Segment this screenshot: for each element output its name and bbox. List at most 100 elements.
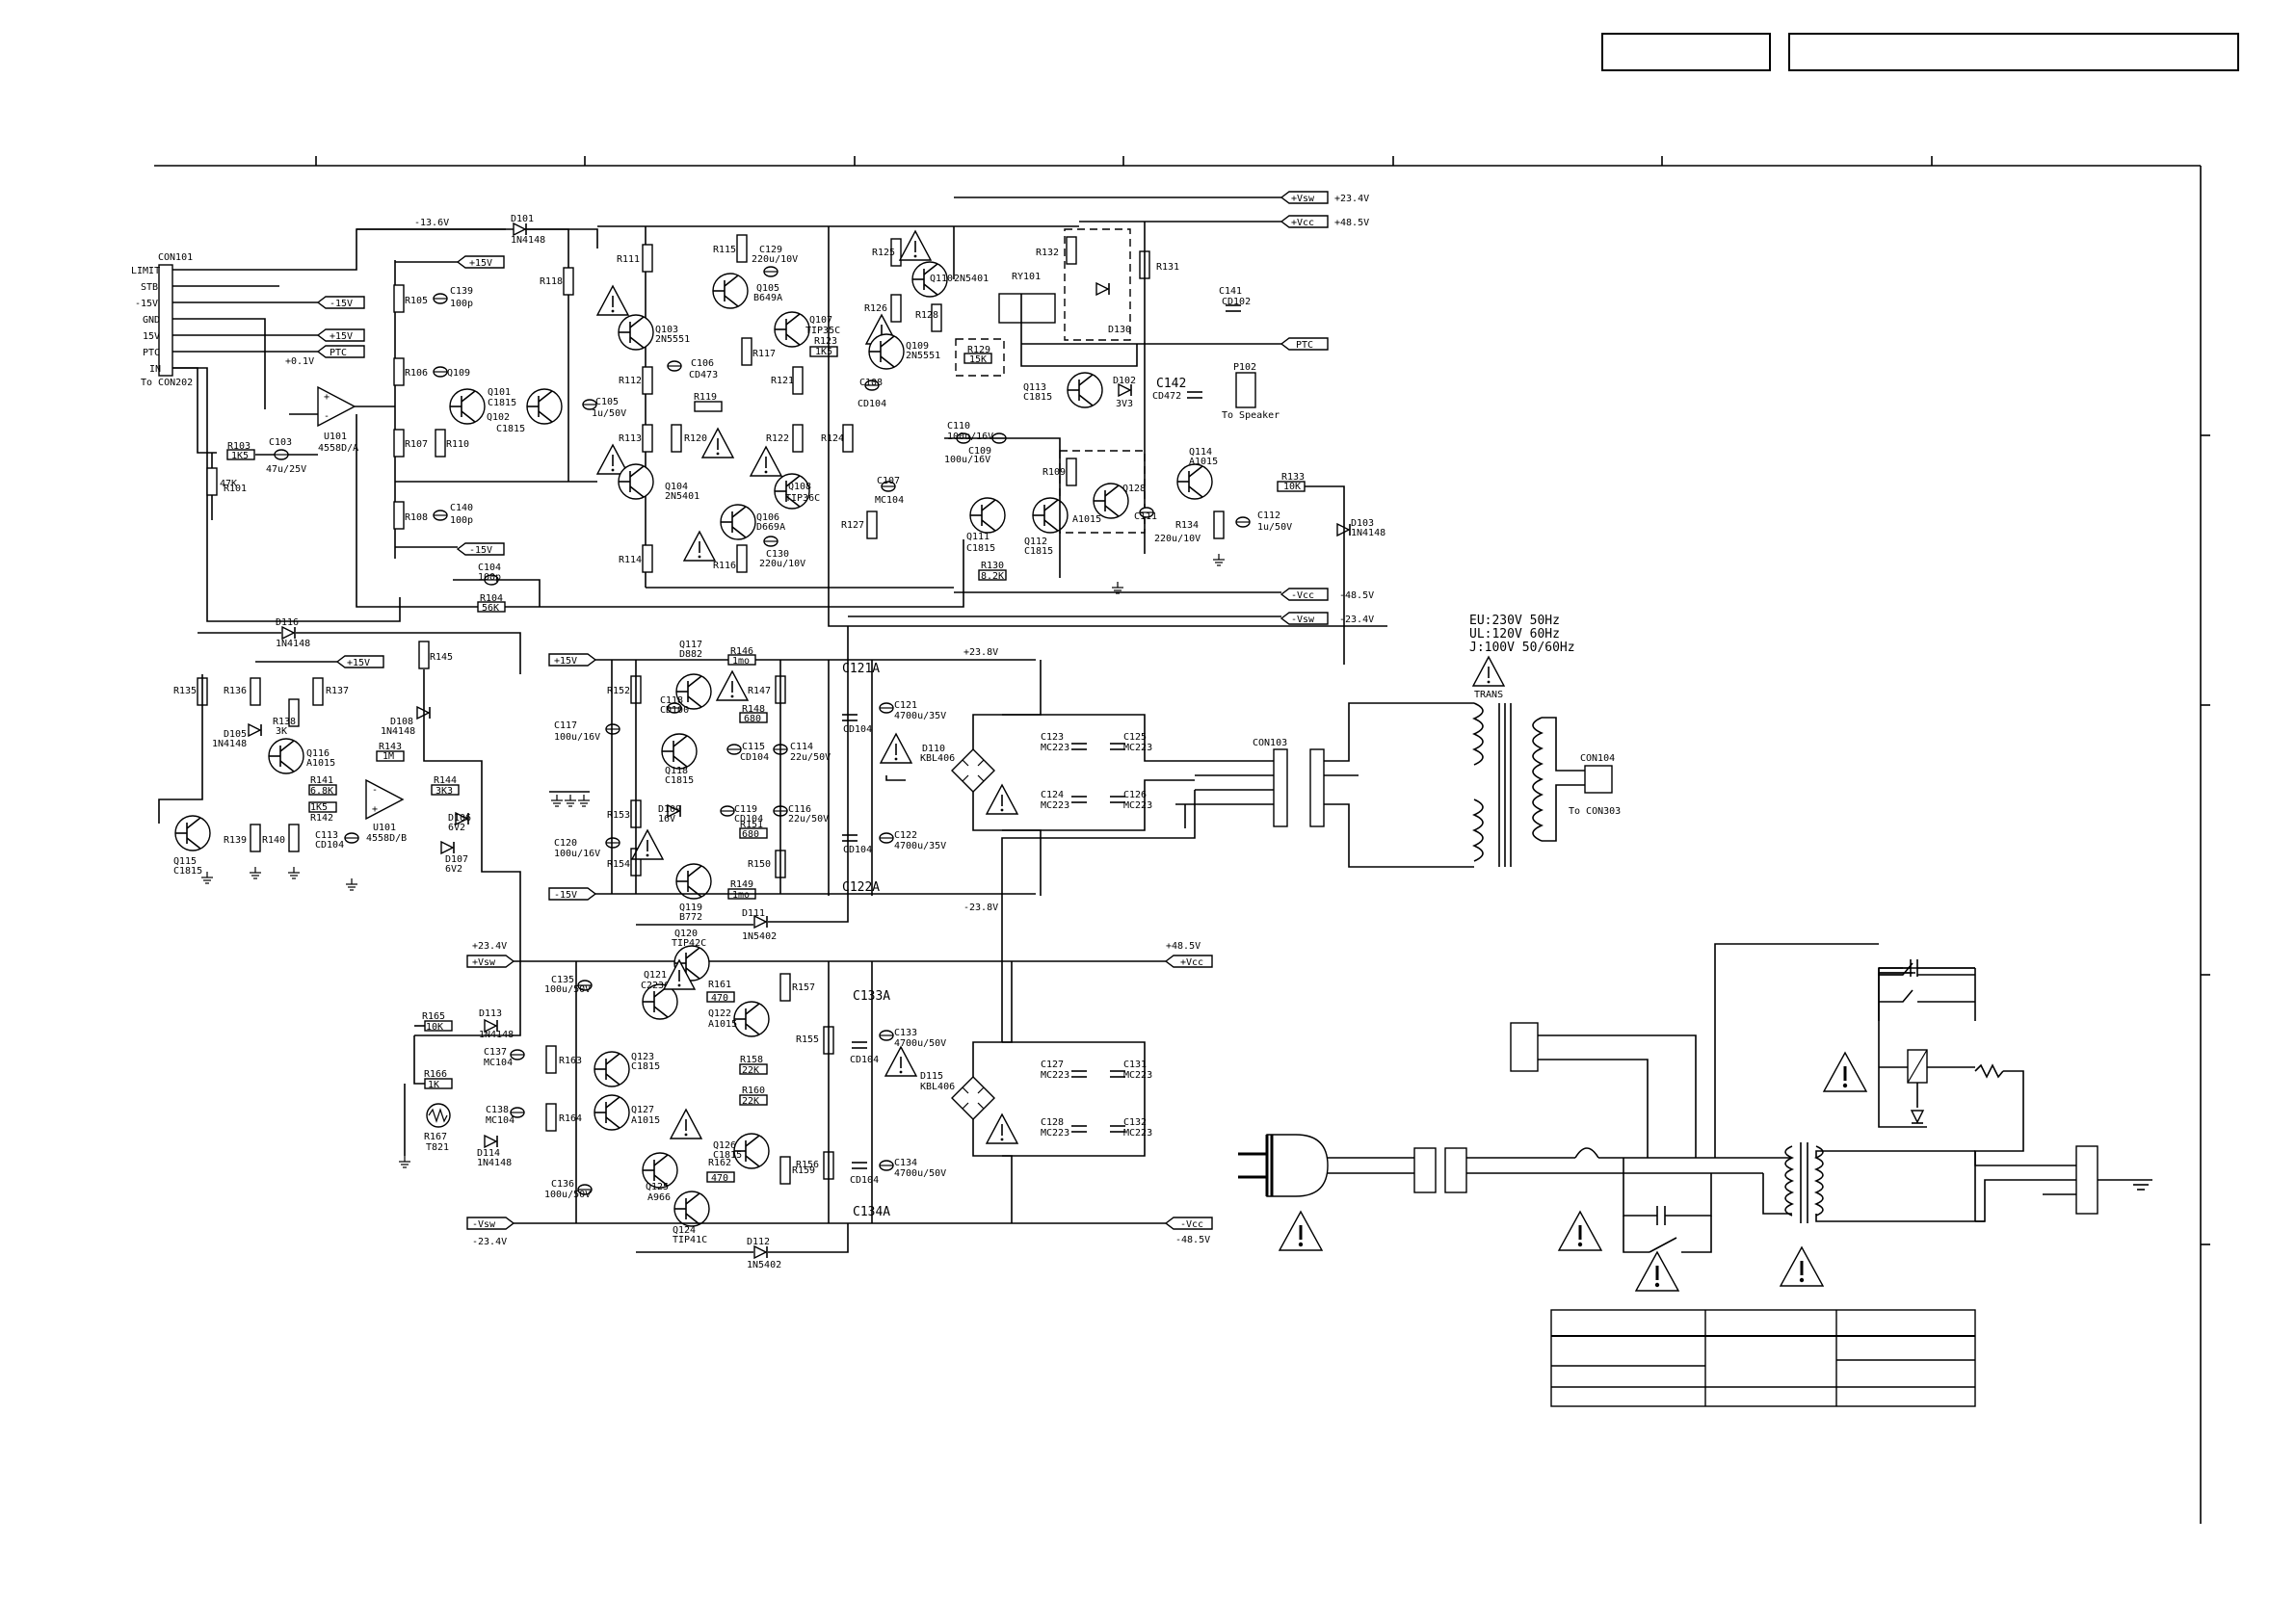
svg-text:MC223: MC223 bbox=[1041, 743, 1069, 753]
svg-text:CD104: CD104 bbox=[858, 399, 886, 409]
svg-text:R104: R104 bbox=[480, 593, 503, 604]
svg-text:R161: R161 bbox=[708, 980, 731, 990]
svg-text:R124: R124 bbox=[821, 433, 844, 444]
svg-text:Q110: Q110 bbox=[930, 274, 953, 284]
svg-text:Q123: Q123 bbox=[631, 1052, 654, 1062]
svg-text:+15V: +15V bbox=[469, 258, 492, 269]
svg-text:-23.4V: -23.4V bbox=[472, 1237, 507, 1247]
svg-text:R146: R146 bbox=[730, 646, 753, 657]
svg-text:C1815: C1815 bbox=[713, 1150, 742, 1161]
svg-text:C111: C111 bbox=[1134, 511, 1157, 522]
svg-text:KBL406: KBL406 bbox=[920, 1082, 955, 1092]
svg-text:R166: R166 bbox=[424, 1069, 447, 1080]
svg-text:R103: R103 bbox=[227, 441, 251, 452]
svg-text:+Vsw: +Vsw bbox=[1291, 194, 1315, 204]
svg-text:R145: R145 bbox=[430, 652, 453, 663]
svg-text:R163: R163 bbox=[559, 1056, 582, 1066]
svg-text:C117: C117 bbox=[554, 720, 577, 731]
svg-text:D112: D112 bbox=[747, 1237, 770, 1247]
svg-text:R105: R105 bbox=[405, 296, 428, 306]
svg-text:100u/16V: 100u/16V bbox=[947, 432, 993, 442]
svg-text:R165: R165 bbox=[422, 1011, 445, 1022]
svg-text:Q104: Q104 bbox=[665, 482, 688, 492]
svg-text:1K: 1K bbox=[428, 1080, 439, 1090]
svg-text:A1015: A1015 bbox=[306, 758, 335, 769]
svg-text:MC104: MC104 bbox=[484, 1058, 513, 1068]
title-block-left bbox=[1601, 33, 1771, 71]
svg-text:R125: R125 bbox=[872, 248, 895, 258]
svg-text:-Vcc: -Vcc bbox=[1291, 590, 1314, 601]
svg-text:4700u/35V: 4700u/35V bbox=[894, 841, 946, 851]
svg-text:-23.8V: -23.8V bbox=[963, 903, 998, 913]
svg-text:C136: C136 bbox=[551, 1179, 574, 1190]
svg-text:U101: U101 bbox=[324, 432, 347, 442]
svg-text:+23.8V: +23.8V bbox=[963, 647, 998, 658]
svg-text:C129: C129 bbox=[759, 245, 782, 255]
svg-text:D113: D113 bbox=[479, 1008, 502, 1019]
svg-text:8.2K: 8.2K bbox=[981, 571, 1004, 582]
svg-text:470: 470 bbox=[711, 1173, 728, 1184]
svg-text:100u/50V: 100u/50V bbox=[544, 1190, 591, 1200]
svg-text:R141: R141 bbox=[310, 775, 333, 786]
svg-text:10K: 10K bbox=[1283, 482, 1301, 492]
svg-text:6V2: 6V2 bbox=[445, 864, 462, 875]
svg-text:-Vcc: -Vcc bbox=[1180, 1219, 1203, 1230]
svg-text:D107: D107 bbox=[445, 854, 468, 865]
svg-text:C125: C125 bbox=[1123, 732, 1147, 743]
svg-text:Q113: Q113 bbox=[1023, 382, 1046, 393]
svg-text:C103: C103 bbox=[269, 437, 292, 448]
svg-text:R167: R167 bbox=[424, 1132, 447, 1142]
svg-text:-15V: -15V bbox=[554, 890, 577, 901]
svg-text:C1815: C1815 bbox=[631, 1061, 660, 1072]
svg-text:R135: R135 bbox=[173, 686, 197, 696]
warning-icon bbox=[1779, 1245, 1825, 1288]
con101-pin-limit: LIMIT bbox=[131, 266, 160, 276]
svg-text:A966: A966 bbox=[647, 1192, 671, 1203]
svg-text:Q105: Q105 bbox=[756, 283, 779, 294]
svg-text:4700u/35V: 4700u/35V bbox=[894, 711, 946, 721]
svg-text:Q114: Q114 bbox=[1189, 447, 1212, 458]
svg-text:Q101: Q101 bbox=[488, 387, 511, 398]
svg-text:R131: R131 bbox=[1156, 262, 1179, 273]
svg-text:Q117: Q117 bbox=[679, 640, 702, 650]
svg-text:D882: D882 bbox=[679, 649, 702, 660]
svg-text:C122: C122 bbox=[894, 830, 917, 841]
svg-text:100u/16V: 100u/16V bbox=[944, 455, 990, 465]
svg-text:R138: R138 bbox=[273, 717, 296, 727]
svg-text:100p: 100p bbox=[450, 299, 473, 309]
svg-text:+: + bbox=[372, 804, 378, 815]
svg-text:C134: C134 bbox=[894, 1158, 917, 1168]
svg-text:To Speaker: To Speaker bbox=[1222, 410, 1280, 421]
con101-pin-15v: 15V bbox=[143, 331, 160, 342]
svg-text:B772: B772 bbox=[679, 912, 702, 923]
svg-text:C119: C119 bbox=[734, 804, 757, 815]
svg-text:C1815: C1815 bbox=[496, 424, 525, 434]
svg-text:C121A: C121A bbox=[842, 662, 880, 676]
svg-text:D114: D114 bbox=[477, 1148, 500, 1159]
svg-text:56K: 56K bbox=[482, 603, 499, 614]
svg-text:1N4148: 1N4148 bbox=[276, 639, 310, 649]
svg-text:2N5551: 2N5551 bbox=[655, 334, 690, 345]
svg-text:Q124: Q124 bbox=[673, 1225, 696, 1236]
svg-text:D115: D115 bbox=[920, 1071, 943, 1082]
svg-text:1N5402: 1N5402 bbox=[742, 931, 777, 942]
svg-text:R112: R112 bbox=[619, 376, 642, 386]
svg-text:100p: 100p bbox=[450, 515, 473, 526]
svg-text:R140: R140 bbox=[262, 835, 285, 846]
svg-text:MC223: MC223 bbox=[1123, 800, 1152, 811]
svg-text:1N4148: 1N4148 bbox=[477, 1158, 512, 1168]
svg-text:C120: C120 bbox=[554, 838, 577, 849]
svg-text:16V: 16V bbox=[658, 814, 675, 825]
svg-text:470: 470 bbox=[711, 993, 728, 1004]
svg-text:R127: R127 bbox=[841, 520, 864, 531]
con101-pin-stb: STB bbox=[141, 282, 158, 293]
svg-text:D130: D130 bbox=[1108, 325, 1131, 335]
svg-text:CD102: CD102 bbox=[1222, 297, 1251, 307]
svg-text:Q125: Q125 bbox=[646, 1182, 669, 1192]
svg-text:R109: R109 bbox=[1042, 467, 1066, 478]
svg-text:2N5551: 2N5551 bbox=[906, 351, 940, 361]
svg-text:R106: R106 bbox=[405, 368, 428, 379]
svg-text:Q108: Q108 bbox=[788, 482, 811, 492]
svg-text:C109: C109 bbox=[968, 446, 991, 457]
svg-text:C1815: C1815 bbox=[1024, 546, 1053, 557]
